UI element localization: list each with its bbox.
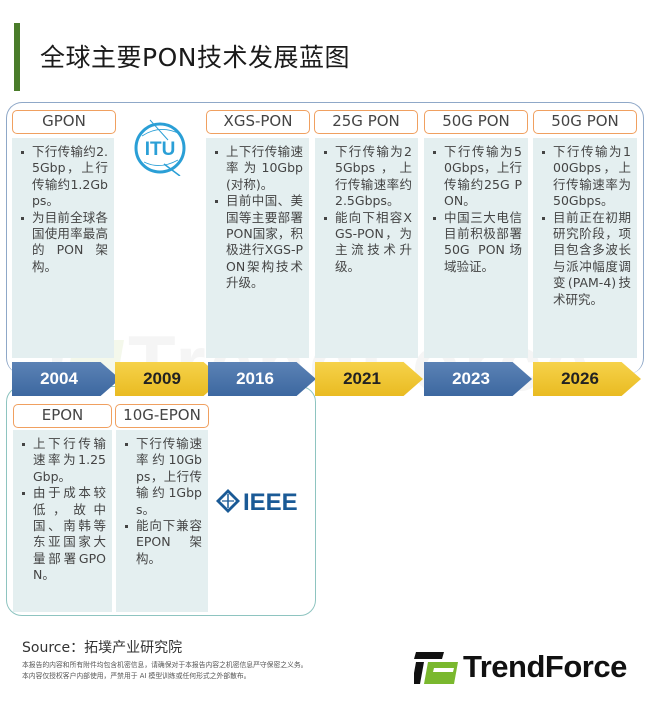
- bullet: 目前中国、美国等主要部署PON国家，积极进行XGS-PON架构技术升级。: [212, 193, 303, 291]
- timeline-year-2016: 2016: [208, 362, 316, 396]
- ieee-logo-icon: IEEE: [216, 489, 298, 516]
- tech-label-epon: EPON: [13, 404, 112, 428]
- bullet: 上下行传输速率为10Gbp(对称)。: [212, 144, 303, 193]
- timeline-year-2026: 2026: [533, 362, 641, 396]
- svg-text:IEEE: IEEE: [243, 489, 298, 516]
- bullet: 下行传输为50Gbps，上行传输约25G PON。: [430, 144, 522, 210]
- tech-desc-50g-pon-next: 下行传输为100Gbps，上行传输速率为50Gbps。 目前正在初期研究阶段，项…: [533, 138, 637, 358]
- bullet: 能向下兼容EPON架构。: [122, 518, 202, 567]
- bullet: 下行传输为100Gbps，上行传输速率为50Gbps。: [539, 144, 631, 210]
- brand-name: TrendForce: [463, 649, 627, 684]
- tech-label-10g-epon: 10G-EPON: [115, 404, 209, 428]
- bullet: 目前正在初期研究阶段，项目包含多波长与派冲幅度调变(PAM-4)技术研究。: [539, 210, 631, 308]
- bullet: 下行传输速率约10Gbps，上行传输约1Gbps。: [122, 436, 202, 518]
- itu-logo-icon: ITU: [134, 119, 186, 176]
- tech-desc-epon: 上下行传输速率为1.25Gbp。 由于成本较低，故中国、南韩等东亚国家大量部署G…: [13, 430, 112, 612]
- bullet: 由于成本较低，故中国、南韩等东亚国家大量部署GPON。: [19, 485, 106, 583]
- tech-desc-10g-epon: 下行传输速率约10Gbps，上行传输约1Gbps。 能向下兼容EPON架构。: [116, 430, 208, 612]
- tech-label-50g-pon-next: 50G PON: [533, 110, 637, 134]
- itu-standards-container: [6, 102, 644, 374]
- disclaimer-line: 本报告的内容和所有附件均包含机密信息，请确保对于本报告内容之机密信息严守保密之义…: [22, 661, 308, 669]
- tech-label-gpon: GPON: [12, 110, 116, 134]
- bullet: 为目前全球各国使用率最高的PON架构。: [18, 210, 108, 276]
- disclaimer-line: 本内容仅授权客户内部使用，严禁用于 AI 模型训练或任何形式之外部散布。: [22, 672, 251, 680]
- trendforce-logo-icon: [414, 652, 458, 684]
- tech-desc-25g-pon: 下行传输为25Gbps，上行传输速率约2.5Gbps。 能向下相容XGS-PON…: [315, 138, 418, 358]
- bullet: 中国三大电信目前积极部署50G PON场域验证。: [430, 210, 522, 276]
- timeline-year-2004: 2004: [12, 362, 120, 396]
- tech-label-25g-pon: 25G PON: [314, 110, 418, 134]
- tech-label-50g-pon: 50G PON: [424, 110, 528, 134]
- bullet: 上下行传输速率为1.25Gbp。: [19, 436, 106, 485]
- tech-desc-50g-pon: 下行传输为50Gbps，上行传输约25G PON。 中国三大电信目前积极部署50…: [424, 138, 528, 358]
- tech-desc-gpon: 下行传输约2.5Gbp，上行传输约1.2Gbps。 为目前全球各国使用率最高的P…: [12, 138, 114, 358]
- timeline-year-2021: 2021: [315, 362, 423, 396]
- tech-label-xgs-pon: XGS-PON: [206, 110, 310, 134]
- svg-text:ITU: ITU: [145, 139, 176, 160]
- title-accent-bar: [14, 23, 20, 91]
- timeline-year-2009: 2009: [115, 362, 223, 396]
- source-citation: Source：拓墣产业研究院: [22, 640, 183, 656]
- bullet: 能向下相容XGS-PON，为主流技术升级。: [321, 210, 412, 276]
- tech-desc-xgs-pon: 上下行传输速率为10Gbp(对称)。 目前中国、美国等主要部署PON国家，积极进…: [206, 138, 309, 358]
- page-title: 全球主要PON技术发展蓝图: [40, 43, 350, 72]
- disclaimer: 本报告的内容和所有附件均包含机密信息，请确保对于本报告内容之机密信息严守保密之义…: [22, 660, 307, 682]
- timeline-year-2023: 2023: [424, 362, 532, 396]
- bullet: 下行传输为25Gbps，上行传输速率约2.5Gbps。: [321, 144, 412, 210]
- bullet: 下行传输约2.5Gbp，上行传输约1.2Gbps。: [18, 144, 108, 210]
